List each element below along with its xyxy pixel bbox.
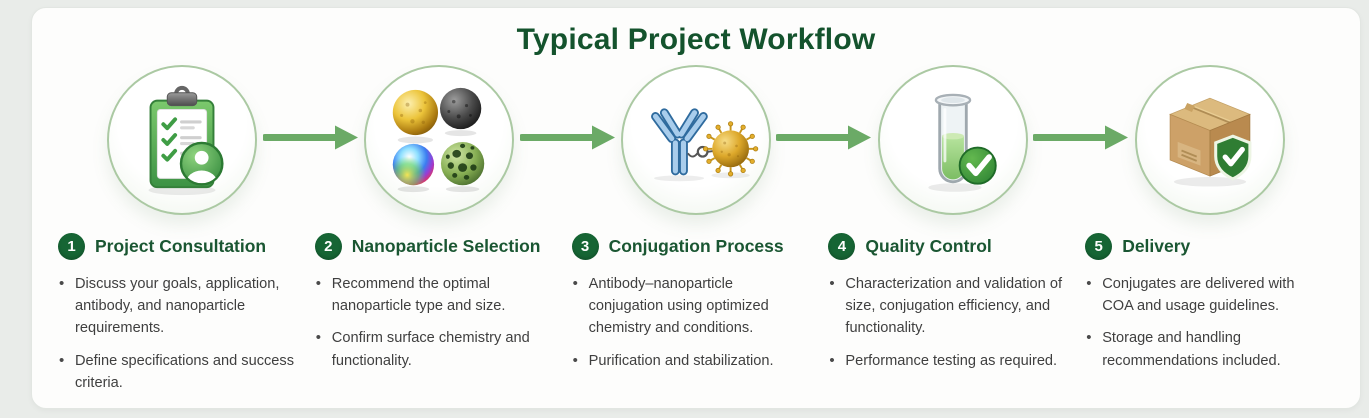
step-title: Delivery [1122, 236, 1191, 256]
package-shield-check-icon [1153, 83, 1267, 197]
step-1-bullets: Discuss your goals, application, antibod… [58, 273, 295, 394]
step-2-bullets: Recommend the optimal nanoparticle type … [315, 273, 552, 372]
step-4-column: 4 Quality Control Characterization and v… [824, 233, 1081, 404]
flow-arrow-icon [1031, 125, 1129, 156]
step-4-header: 4 Quality Control [828, 233, 1065, 260]
step-title: Nanoparticle Selection [351, 236, 541, 256]
step-5-column: 5 Delivery Conjugates are delivered with… [1081, 233, 1338, 404]
bullet-item: Recommend the optimal nanoparticle type … [315, 273, 552, 317]
step-3-header: 3 Conjugation Process [571, 233, 809, 260]
bullet-item: Characterization and validation of size,… [828, 273, 1065, 340]
workflow-icon-row [32, 65, 1360, 219]
bullet-item: Define specifications and success criter… [58, 350, 295, 394]
step-2-column: 2 Nanoparticle Selection Recommend the o… [311, 233, 568, 404]
bullet-item: Confirm surface chemistry and functional… [315, 327, 552, 371]
step-number-badge: 5 [1085, 233, 1113, 260]
nanoparticle-spheres-icon [380, 81, 498, 199]
step-3-bullets: Antibody–nanoparticle conjugation using … [572, 273, 809, 372]
bullet-item: Antibody–nanoparticle conjugation using … [572, 273, 809, 340]
step-title: Quality Control [865, 236, 992, 256]
flow-arrow-icon [261, 125, 359, 156]
step-1-column: 1 Project Consultation Discuss your goal… [54, 233, 311, 404]
antibody-nanoparticle-conjugate-icon [629, 95, 763, 185]
step-3-column: 3 Conjugation Process Antibody–nanoparti… [568, 233, 825, 404]
bullet-item: Storage and handling recommendations inc… [1085, 327, 1322, 371]
step-number-badge: 3 [571, 233, 599, 260]
step-number-badge: 4 [828, 233, 856, 260]
step-3-icon-circle [620, 65, 771, 215]
step-1-header: 1 Project Consultation [58, 233, 295, 260]
page-title: Typical Project Workflow [516, 23, 876, 56]
workflow-card: Typical Project Workflow [31, 7, 1361, 409]
step-1-icon-circle [107, 65, 258, 215]
step-5-bullets: Conjugates are delivered with COA and us… [1085, 273, 1322, 372]
step-number-badge: 1 [58, 233, 85, 260]
workflow-text-row: 1 Project Consultation Discuss your goal… [32, 233, 1360, 404]
step-2-icon-circle [364, 65, 515, 215]
flow-arrow-icon [518, 125, 616, 156]
flow-arrow-icon [774, 125, 872, 156]
step-title: Conjugation Process [608, 236, 784, 256]
step-5-header: 5 Delivery [1085, 233, 1322, 260]
bullet-item: Conjugates are delivered with COA and us… [1085, 273, 1322, 317]
step-2-header: 2 Nanoparticle Selection [314, 233, 552, 260]
bullet-item: Discuss your goals, application, antibod… [58, 273, 295, 340]
step-number-badge: 2 [314, 233, 342, 260]
step-title: Project Consultation [95, 236, 267, 256]
bullet-item: Performance testing as required. [828, 350, 1065, 373]
clipboard-checklist-user-icon [123, 81, 241, 199]
step-4-bullets: Characterization and validation of size,… [828, 273, 1065, 372]
step-5-icon-circle [1134, 65, 1285, 215]
step-4-icon-circle [877, 65, 1028, 215]
test-tube-check-icon [896, 83, 1010, 197]
bullet-item: Purification and stabilization. [572, 350, 809, 373]
